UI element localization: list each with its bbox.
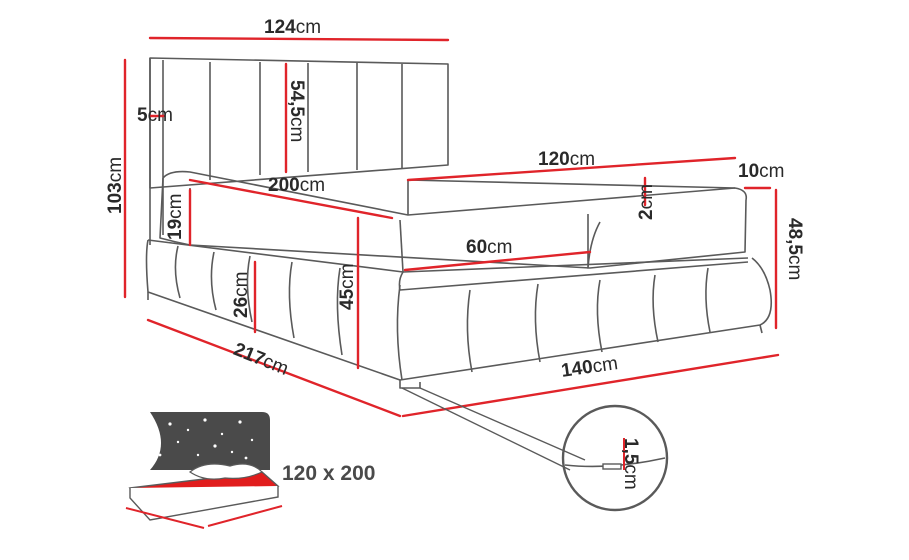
label-base-height: 45cm bbox=[337, 263, 358, 310]
label-mattress-width: 120cm bbox=[538, 149, 596, 170]
bed-outline-icon bbox=[145, 57, 773, 389]
magnifier-detail-icon bbox=[401, 387, 669, 512]
label-headboard-width: 124cm bbox=[264, 17, 322, 38]
label-total-height: 103cm bbox=[105, 156, 126, 214]
label-mattress-length: 200cm bbox=[268, 175, 326, 196]
label-side-gap: 10cm bbox=[738, 161, 785, 182]
label-headboard-height: 54,5cm bbox=[286, 80, 307, 143]
label-headboard-depth: 5cm bbox=[137, 105, 173, 126]
label-drawer-depth: 60cm bbox=[466, 237, 513, 258]
mattress-size-label: 120 x 200 bbox=[282, 462, 376, 485]
label-leg-clearance: 1,5cm bbox=[620, 438, 641, 490]
label-plinth-height: 26cm bbox=[231, 271, 252, 318]
dimension-lines bbox=[123, 36, 780, 418]
label-mattress-height: 19cm bbox=[165, 193, 186, 240]
sleeping-bed-icon bbox=[125, 412, 283, 529]
label-topper-thickness: 2cm bbox=[636, 184, 657, 220]
label-frame-height: 48,5cm bbox=[784, 218, 805, 281]
